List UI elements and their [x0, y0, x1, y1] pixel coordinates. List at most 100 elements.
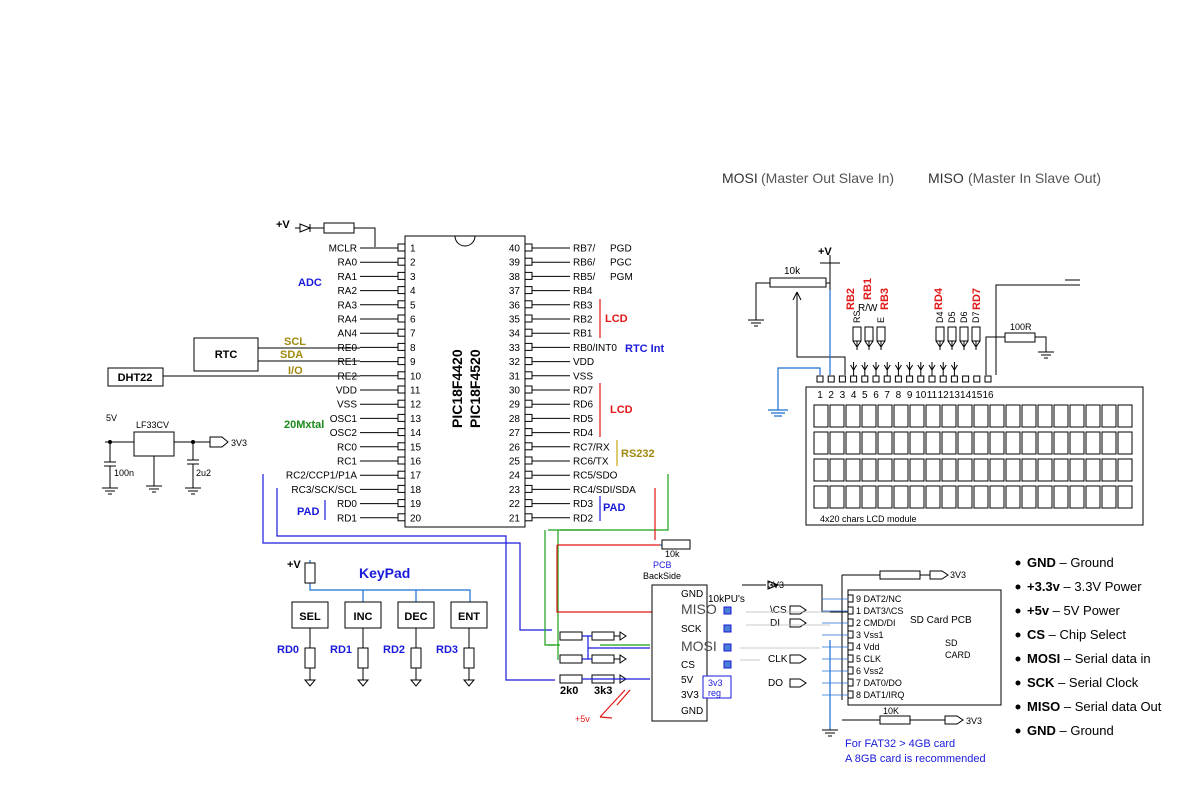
lcd-pin-num-4: 4 [851, 390, 857, 401]
lcd-cell [1021, 458, 1037, 482]
mcu-pin-box-29 [524, 399, 533, 408]
mcu-pin-box-22 [524, 499, 533, 508]
lcd-cell [1069, 485, 1085, 509]
lcd-cell [957, 404, 973, 428]
lcd-cell [925, 458, 941, 482]
mcu-pin-label-1: MCLR [329, 244, 357, 255]
pad-left-label: PAD [297, 506, 319, 518]
lcd-cell [1101, 431, 1117, 455]
sd-pin-box-0 [847, 594, 854, 603]
sd-3v3-out-bottom: 3V3 [966, 716, 982, 726]
sd-signal-3: DO [768, 678, 783, 689]
adc-label: ADC [298, 277, 322, 289]
out-3v3-label: 3V3 [231, 438, 247, 448]
lcd-cell [845, 458, 861, 482]
key-sel-button[interactable] [291, 601, 329, 629]
contrast-pot [769, 277, 827, 288]
lcd-port-rb2: RB2 [845, 288, 857, 310]
mcu-pin-label-36: RB3 [573, 300, 593, 311]
mosi-desc: (Master Out Slave In) [761, 170, 894, 186]
lcd-cell [909, 485, 925, 509]
lcd-cell [989, 404, 1005, 428]
mcu-pin-box-33 [524, 342, 533, 351]
mcu-pin-num-24: 24 [509, 471, 521, 482]
mcu-pin-label-24: RC5/SDO [573, 471, 618, 482]
lcd-pin-num-13: 13 [949, 390, 961, 401]
sd-pin-label-8: 8 DAT1/IRQ [856, 690, 904, 700]
pcb-pin-pad-1 [723, 606, 732, 615]
mcu-pin-num-33: 33 [509, 343, 521, 354]
lcd-cell [1037, 404, 1053, 428]
miso-desc: (Master In Slave Out) [968, 170, 1101, 186]
lcd-cell [845, 431, 861, 455]
key-ent-button[interactable] [450, 601, 488, 629]
lcd-port-rb3: RB3 [879, 288, 891, 310]
mcu-pin-box-11 [397, 385, 406, 394]
sd-pin-label-1: 1 DAT3/\CS [856, 606, 903, 616]
reg-label-1: 3v3 [708, 678, 723, 688]
lcd-cell [845, 485, 861, 509]
mcu-pin-num-3: 3 [410, 272, 416, 283]
keypad-pullup [304, 562, 316, 584]
lcd-pin-num-11: 11 [927, 390, 938, 401]
reg-3v3 [702, 675, 732, 699]
lcd-cell [1053, 458, 1069, 482]
mcu-pin-box-13 [397, 413, 406, 422]
sd-pin-label-2: 2 CMD/DI [856, 618, 896, 628]
mcu-pin-num-27: 27 [509, 428, 521, 439]
key-inc-button[interactable] [344, 601, 382, 629]
sd-pin-box-5 [847, 654, 854, 663]
lcd-sig-d6: D6 [959, 311, 969, 323]
lcd-cell [1053, 485, 1069, 509]
lcd-cell [1069, 431, 1085, 455]
five-v-label: 5V [106, 413, 117, 423]
lcd-cell [1101, 404, 1117, 428]
lcd-pin-box-10 [917, 375, 925, 383]
legend-item-5: SCK – Serial Clock [1027, 675, 1139, 690]
mcu-pin-num-2: 2 [410, 258, 416, 269]
mcu-pin-label-16: RC1 [337, 457, 357, 468]
mcu-pin-box-25 [524, 456, 533, 465]
lcd-cell [973, 485, 989, 509]
lcd-cell [909, 431, 925, 455]
lcd-cell [925, 404, 941, 428]
mcu-pin-num-38: 38 [509, 272, 521, 283]
mcu-pin-box-16 [397, 456, 406, 465]
lcd-cell [1053, 431, 1069, 455]
lcd-cell [1005, 485, 1021, 509]
lcd-pin-num-16: 16 [982, 390, 994, 401]
lcd-cell [973, 431, 989, 455]
key-dec-button[interactable] [397, 601, 435, 629]
sd-gnd [822, 729, 838, 737]
pcb-pin-pad-2 [723, 624, 732, 633]
lcd-cell [989, 458, 1005, 482]
lcd-cell [829, 458, 845, 482]
lcd-cell [1101, 458, 1117, 482]
sd-pin-label-5: 5 CLK [856, 654, 881, 664]
lcd-cell [973, 404, 989, 428]
lcd-cell [1085, 458, 1101, 482]
mcu-name-1: PIC18F4420 [449, 349, 465, 428]
mcu-pin-num-14: 14 [410, 428, 422, 439]
r-100r-label: 100R [1010, 322, 1032, 332]
mcu-pin-label-19: RD0 [337, 499, 357, 510]
mcu-pin-label-37: RB4 [573, 286, 593, 297]
sd-signal-1: DI [770, 618, 780, 629]
lcd-pin-box-7 [883, 375, 891, 383]
mcu-pin-label-4: RA2 [338, 286, 358, 297]
mcu-pin-label-30: RD7 [573, 386, 593, 397]
lcd-pin-box-16 [984, 375, 992, 383]
sd-pullup-top [879, 570, 921, 580]
lcd-cell [893, 431, 909, 455]
lcd-cell [941, 404, 957, 428]
lcd-port-rd4: RD4 [933, 287, 945, 310]
lcd-cell [1085, 431, 1101, 455]
miso-abbr: MISO [928, 170, 964, 186]
mcu-pin-box-34 [524, 328, 533, 337]
pad-right-label: PAD [603, 502, 625, 514]
lcd-cell [1053, 404, 1069, 428]
pcb-label: PCB [653, 560, 672, 570]
